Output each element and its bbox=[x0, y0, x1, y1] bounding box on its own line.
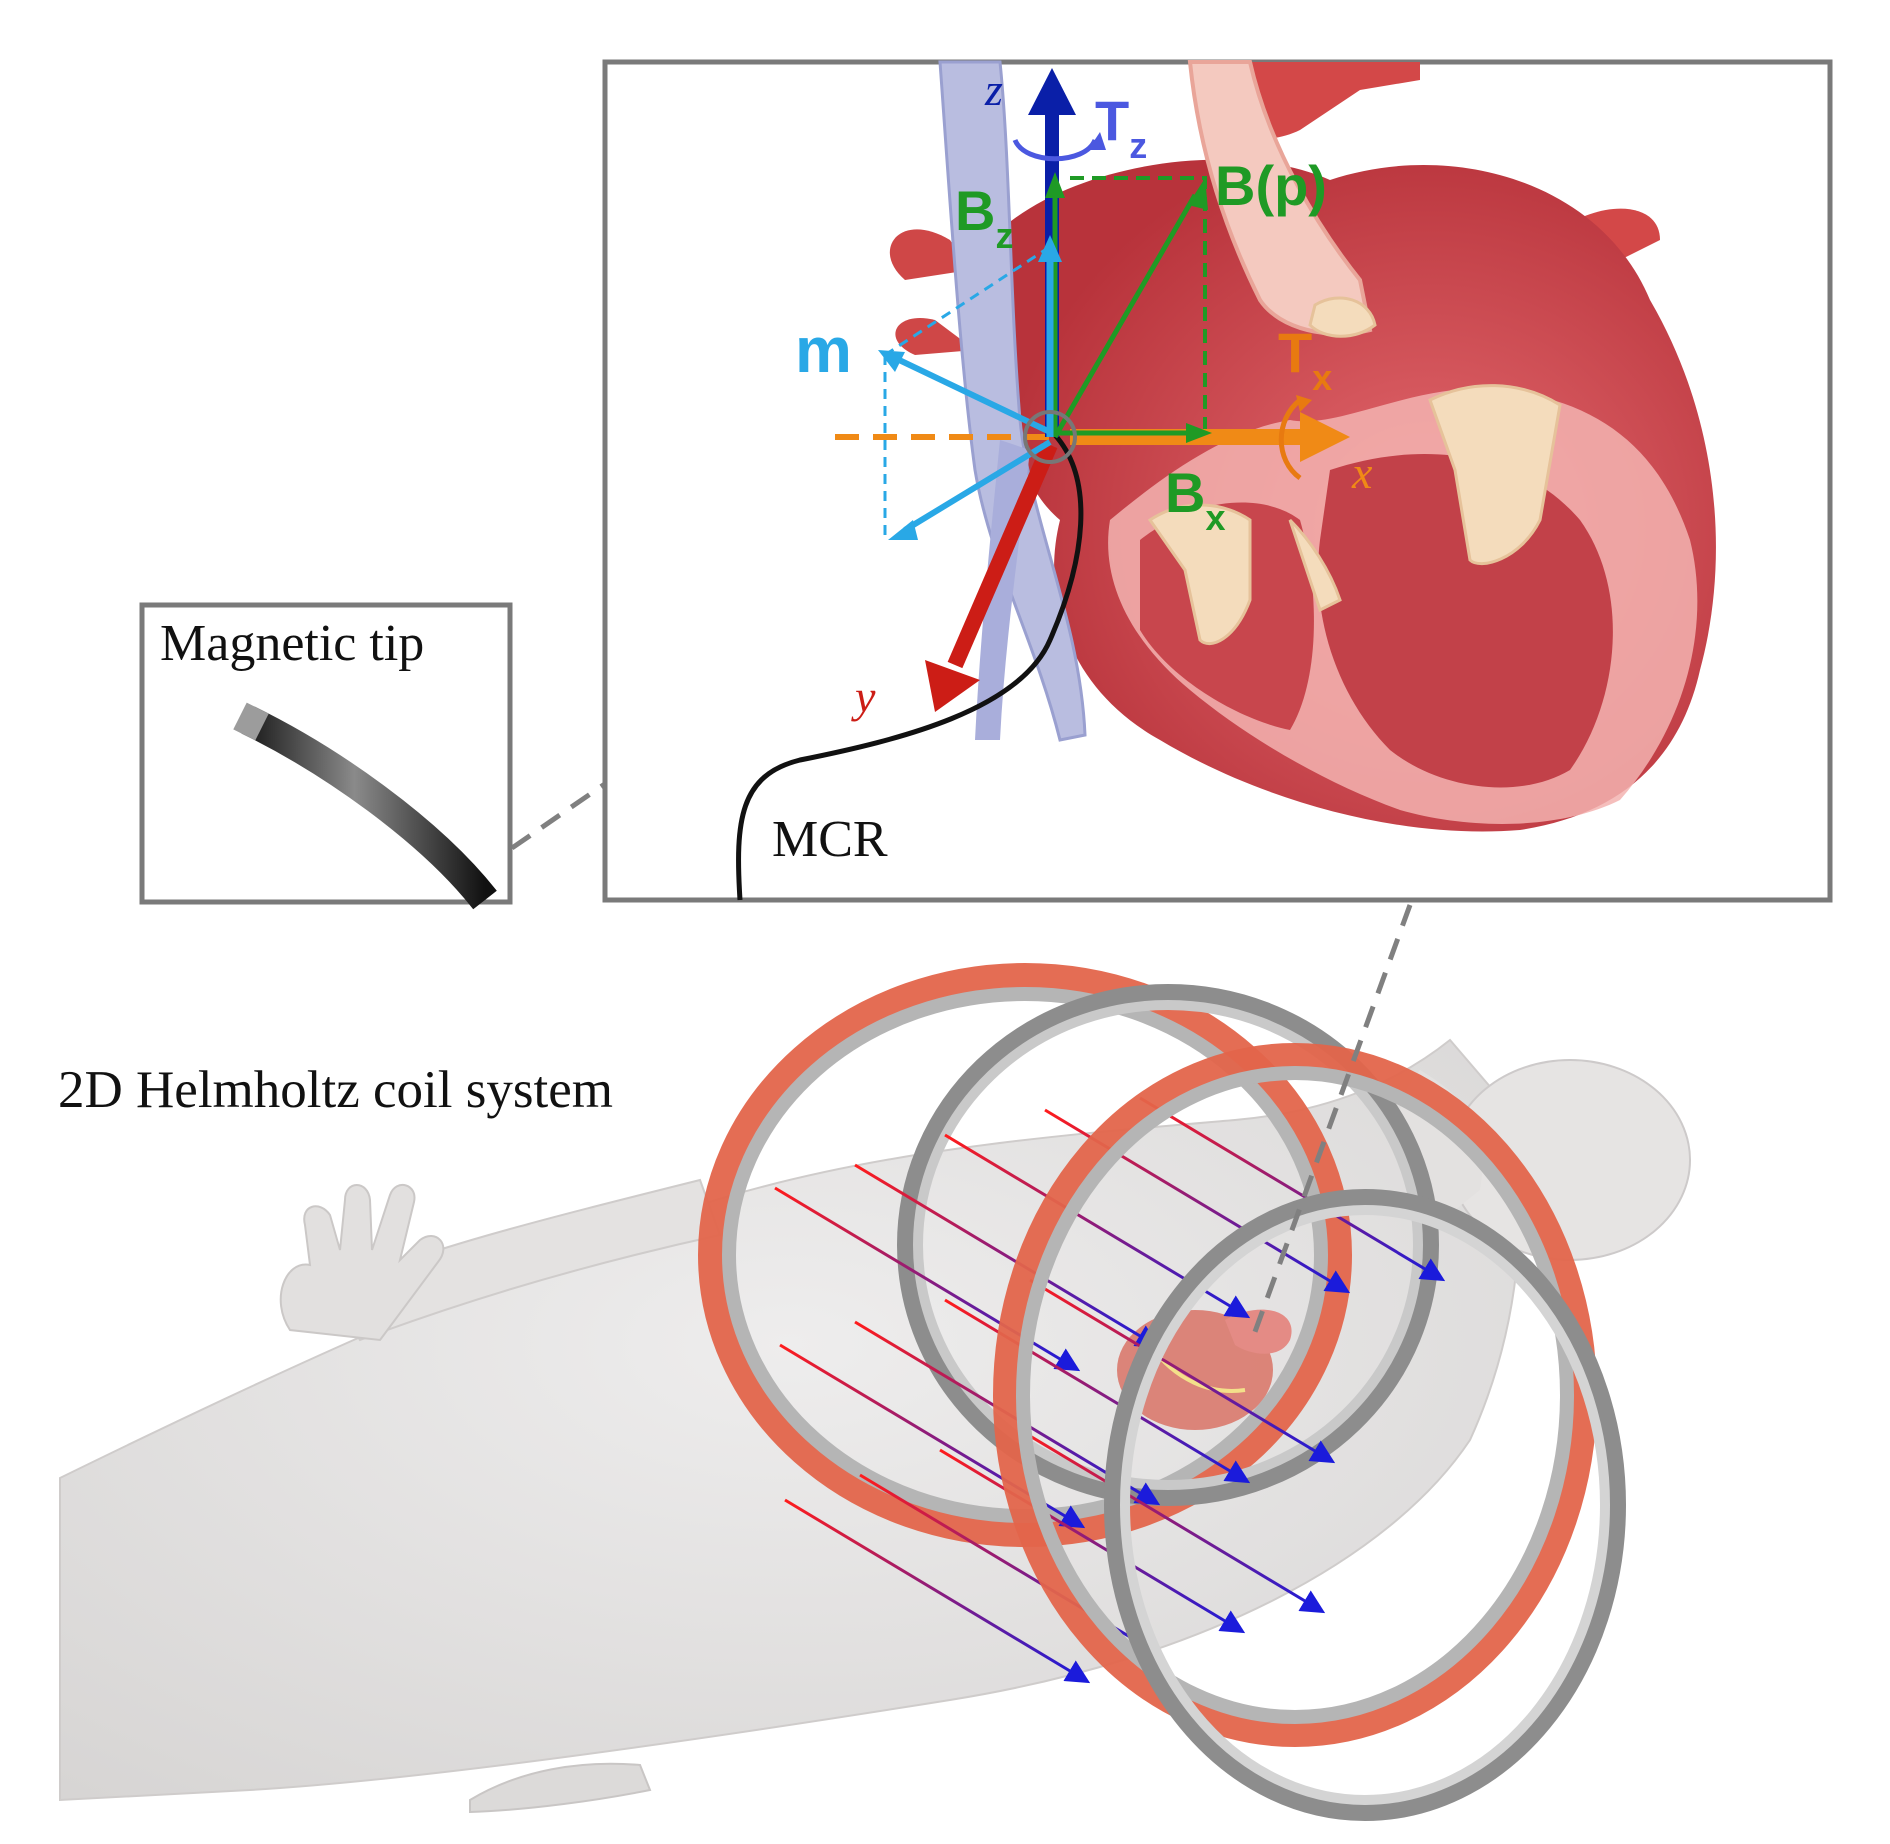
coil-y-back bbox=[897, 984, 1439, 1506]
mcr-label: MCR bbox=[772, 811, 888, 868]
magnetic-tip-label: Magnetic tip bbox=[160, 615, 424, 672]
heart-illustration bbox=[889, 60, 1716, 832]
bz-label: Bz bbox=[955, 179, 1013, 256]
m-component-down bbox=[903, 439, 1052, 533]
coil-y-front bbox=[1104, 1189, 1626, 1821]
helmholtz-coils bbox=[698, 963, 1626, 1821]
mcr-catheter-wire bbox=[736, 433, 1084, 901]
tx-label: Tx bbox=[1278, 321, 1332, 398]
field-line bbox=[1139, 1096, 1446, 1282]
tx-torque-arc bbox=[1278, 398, 1302, 481]
magnetic-tip-inset: Magnetic tip bbox=[139, 602, 513, 910]
heart-detail-inset: MCR x z y Tz bbox=[602, 59, 1833, 903]
field-line bbox=[939, 1448, 1246, 1634]
z-axis-label: z bbox=[984, 64, 1003, 115]
bp-vector bbox=[1052, 193, 1198, 439]
field-line bbox=[1029, 1278, 1336, 1464]
lower-hand bbox=[469, 1762, 652, 1814]
field-line bbox=[1019, 1428, 1326, 1614]
vena-cava bbox=[938, 60, 1087, 742]
y-axis bbox=[947, 441, 1058, 669]
origin-marker bbox=[1023, 410, 1077, 464]
leader-detail-to-chest bbox=[1249, 904, 1413, 1341]
bp-label: B(p) bbox=[1215, 154, 1327, 217]
y-axis-label: y bbox=[851, 671, 876, 722]
coil-x-front bbox=[993, 1043, 1597, 1747]
tz-label: Tz bbox=[1095, 89, 1147, 166]
vector-annotations: x z y Tz Tx Bz bbox=[795, 64, 1373, 722]
field-line bbox=[944, 1298, 1251, 1484]
coil-system-label: 2D Helmholtz coil system bbox=[58, 1061, 613, 1119]
hand bbox=[279, 1184, 445, 1342]
m-vector bbox=[893, 355, 1052, 435]
bx-label: Bx bbox=[1165, 461, 1225, 538]
x-axis-label: x bbox=[1351, 447, 1373, 498]
magnetic-tip bbox=[233, 702, 269, 741]
field-line bbox=[854, 1163, 1161, 1349]
m-label: m bbox=[795, 314, 852, 386]
catheter-tube bbox=[241, 706, 497, 910]
field-line bbox=[784, 1498, 1091, 1684]
